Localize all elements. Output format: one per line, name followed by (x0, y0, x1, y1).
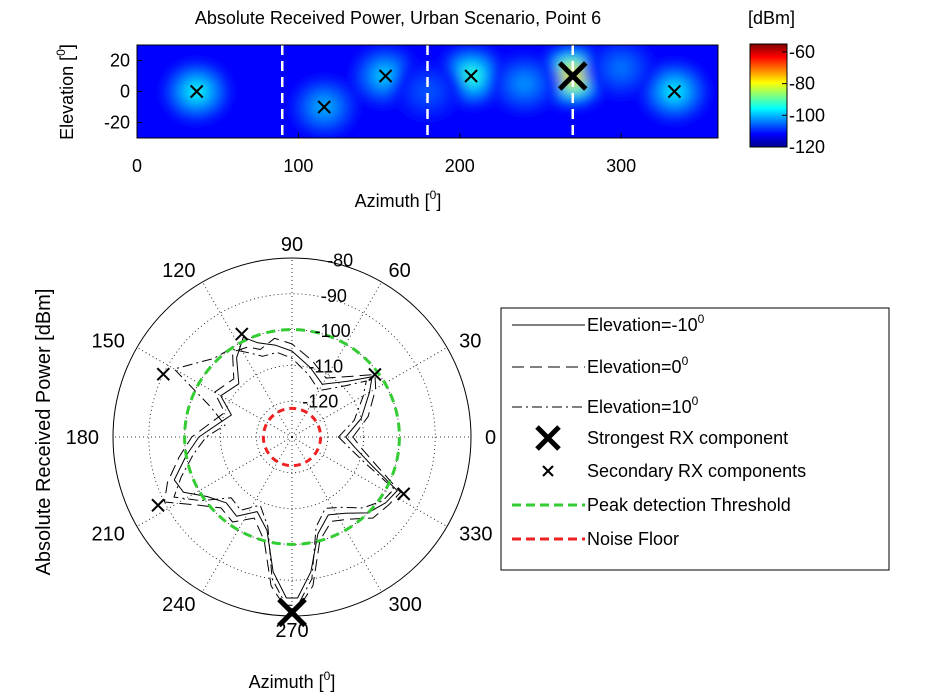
polar-ylabel: Absolute Received Power [dBm] (33, 289, 55, 576)
heatmap-y-tick-label: 0 (120, 82, 130, 102)
heatmap-title: Absolute Received Power, Urban Scenario,… (195, 8, 601, 28)
polar-series-line (163, 337, 401, 610)
polar-secondary-marker (396, 487, 411, 501)
legend-item: Elevation=-100 (512, 312, 705, 335)
polar-grid (112, 257, 472, 617)
polar-secondary-marker (151, 498, 165, 512)
legend-box (500, 307, 890, 571)
heatmap-x-tick-label: 100 (283, 156, 313, 176)
heatmap-secondary-marker (317, 100, 331, 114)
heatmap-y-tick-label: -20 (104, 113, 130, 133)
heatmap-hotspot (419, 84, 436, 99)
polar-legend: Elevation=-100Elevation=00Elevation=100S… (500, 307, 890, 571)
heatmap-x-ticks: 0 100 200 300 (132, 133, 636, 176)
heatmap-strongest-marker (557, 61, 588, 91)
heatmap-secondary-marker (190, 84, 204, 99)
polar-angle-label: 90 (281, 234, 303, 256)
legend-label: Elevation=-100 (587, 312, 705, 335)
polar-radial-label: -120 (302, 392, 338, 412)
heatmap-hotspot (515, 76, 533, 92)
polar-angle-label: 180 (66, 427, 99, 449)
polar-radial-label: -110 (308, 356, 343, 376)
polar-angle-label: 30 (459, 331, 481, 353)
legend-item: Noise Floor (512, 529, 679, 549)
legend-strongest-icon (535, 425, 561, 451)
polar-angle-label: 210 (91, 524, 124, 546)
polar-series-line (173, 336, 398, 599)
heatmap-hotspot (612, 60, 630, 76)
peak-threshold-circle (183, 328, 401, 546)
polar-secondary-marker (156, 367, 170, 381)
legend-item: Strongest RX component (535, 425, 788, 451)
polar-component-markers (151, 327, 411, 628)
polar-angle-label: 240 (162, 594, 195, 616)
colorbar-tick-label: -100 (789, 105, 825, 125)
polar-radial-label: -90 (321, 286, 347, 306)
heatmap-x-tick-label: 200 (445, 156, 475, 176)
heatmap-y-tick-label: 20 (110, 51, 130, 71)
polar-grid-circle (255, 400, 329, 474)
legend-item: Secondary RX components (542, 461, 806, 481)
heatmap-component-markers (190, 61, 682, 114)
colorbar-tick-label: -80 (789, 74, 815, 94)
polar-angle-label: 60 (389, 260, 411, 282)
polar-radial-label: -100 (315, 321, 351, 341)
legend-item: Elevation=00 (512, 354, 689, 377)
noise-floor-circle (261, 406, 323, 468)
polar-xlabel: Azimuth [0] (249, 669, 336, 692)
polar-strongest-marker (277, 597, 307, 628)
polar-secondary-marker (235, 327, 249, 341)
polar-series (163, 336, 401, 610)
polar-secondary-marker (368, 367, 382, 382)
colorbar-gradient (749, 43, 788, 148)
legend-label: Elevation=00 (587, 354, 689, 377)
polar-grid-circle (148, 293, 436, 581)
legend-item: Peak detection Threshold (512, 495, 791, 515)
heatmap-secondary-marker (378, 69, 393, 83)
polar-reference-circles (183, 328, 401, 546)
heatmap-ylabel: Elevation [0] (54, 44, 77, 140)
legend-label: Peak detection Threshold (587, 495, 791, 515)
polar-angle-label: 0 (485, 427, 496, 449)
legend-secondary-icon (542, 465, 554, 477)
heatmap-hotspots (158, 45, 713, 138)
polar-series-line (173, 348, 395, 606)
legend-label: Noise Floor (587, 529, 679, 549)
polar-angle-label: 120 (162, 260, 195, 282)
polar-grid-circle (219, 364, 364, 509)
heatmap-secondary-marker (667, 84, 682, 99)
legend-label: Strongest RX component (587, 428, 788, 448)
polar-angle-label: 300 (389, 594, 422, 616)
heatmap-xlabel: Azimuth [0] (355, 188, 442, 211)
heatmap-y-ticks: 20 0 -20 (104, 51, 142, 133)
legend-label: Elevation=100 (587, 394, 699, 417)
legend-label: Secondary RX components (587, 461, 806, 481)
colorbar-tick-label: -120 (789, 137, 825, 157)
polar-radial-label: -80 (327, 251, 353, 271)
polar-angle-label: 330 (459, 524, 492, 546)
heatmap-secondary-marker (464, 69, 478, 83)
heatmap-x-tick-label: 300 (606, 156, 636, 176)
polar-radial-labels: -80 -90 -100 -110 -120 (302, 251, 353, 412)
colorbar: -60 -80 -100 -120 (749, 42, 825, 157)
legend-item: Elevation=100 (512, 394, 699, 417)
polar-angle-label: 150 (91, 331, 124, 353)
colorbar-ticks: -60 -80 -100 -120 (782, 42, 825, 157)
heatmap-x-tick-label: 0 (132, 156, 142, 176)
polar-angle-label: 270 (275, 620, 308, 642)
colorbar-tick-label: -60 (789, 42, 815, 62)
colorbar-unit: [dBm] (748, 8, 795, 28)
